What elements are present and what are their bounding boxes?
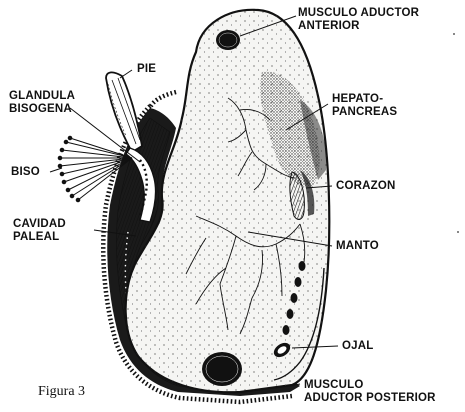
label-aductor-anterior-line2: ANTERIOR	[298, 20, 360, 32]
label-aductor-anterior-line1: MUSCULO ADUCTOR	[298, 7, 419, 19]
figure-caption: Figura 3	[38, 384, 85, 400]
label-ojal: OJAL	[342, 340, 373, 352]
label-hepato-line2: PANCREAS	[332, 106, 397, 118]
label-aductor-posterior-line2: ADUCTOR POSTERIOR	[304, 392, 436, 404]
label-biso: BISO	[11, 166, 40, 178]
label-cavidad-line2: PALEAL	[13, 231, 59, 243]
label-glandula-line2: BISOGENA	[9, 103, 72, 115]
label-glandula-line1: GLANDULA	[9, 90, 75, 102]
label-corazon: CORAZON	[336, 180, 396, 192]
anterior-adductor-muscle	[216, 30, 240, 50]
label-cavidad-line1: CAVIDAD	[13, 218, 66, 230]
label-hepato-line1: HEPATO-	[332, 93, 383, 105]
label-aductor-posterior-line1: MUSCULO	[304, 379, 364, 391]
posterior-adductor-muscle	[202, 352, 242, 386]
label-pie: PIE	[137, 63, 156, 75]
label-manto: MANTO	[336, 240, 379, 252]
